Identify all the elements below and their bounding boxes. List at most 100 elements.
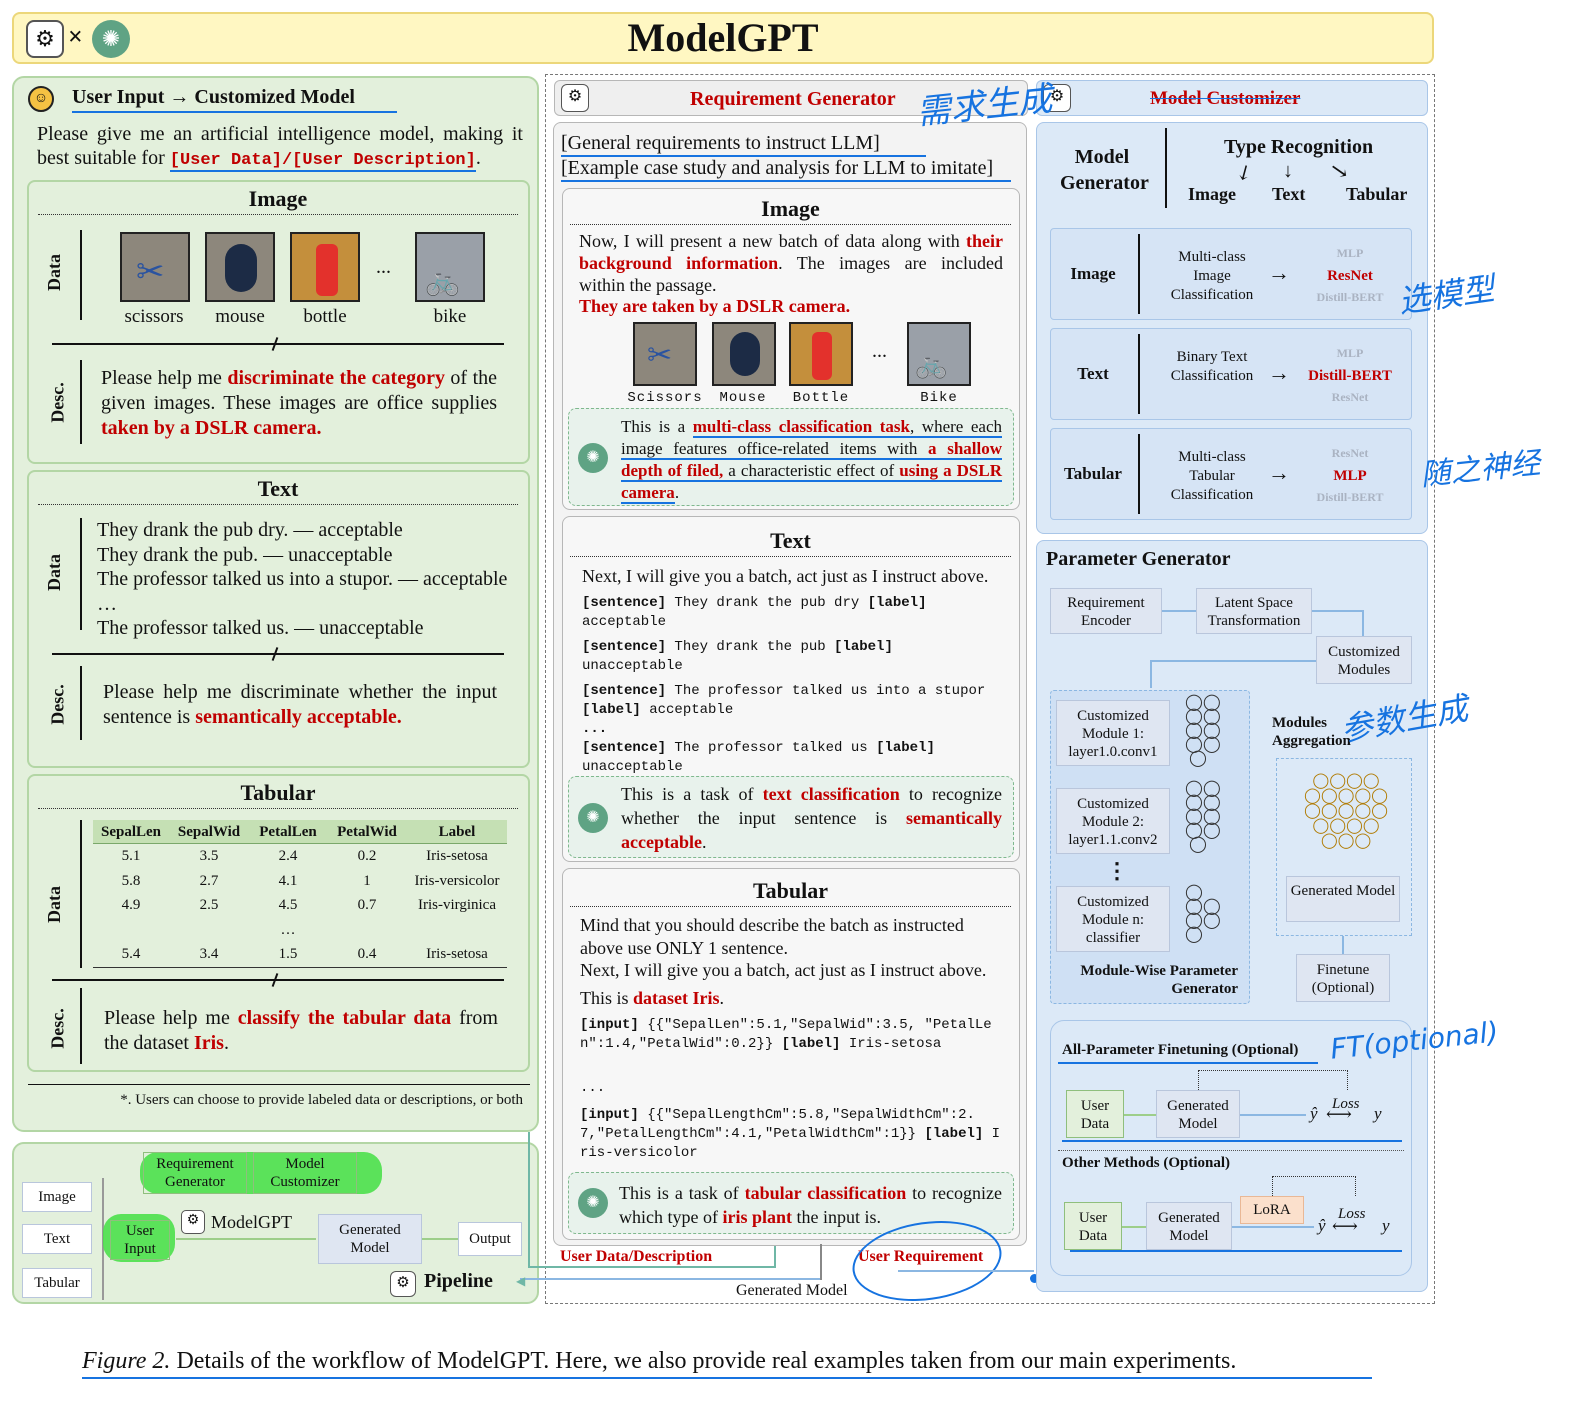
yhat-1: ŷ [1310,1104,1318,1123]
table-cell [93,918,169,943]
user-icon: ☺ [28,86,54,112]
pipeline-label: Pipeline [424,1270,493,1292]
caption-bike: bike [433,306,467,327]
table-cell: 5.4 [121,946,141,962]
neural-net-icon: ◯◯◯◯◯◯◯◯◯◯◯◯◯◯◯◯◯◯◯◯◯ [1304,773,1388,849]
divider [80,360,82,444]
y-1: y [1374,1104,1382,1123]
loss-2: Loss [1338,1206,1366,1222]
model-option: MLP [1333,468,1367,484]
page-title: ModelGPT [627,15,819,60]
caption-scissors: Scissors [627,390,703,406]
neural-net-icon: ◯◯◯◯◯◯ [1185,884,1221,943]
arrow-icon: ↓ [1283,160,1293,182]
left-image-desc-label: Desc. [47,382,68,423]
model-generator-label: Model Generator [1060,146,1149,194]
pipeline-req-gen: Requirement Generator [143,1152,247,1194]
divider [1062,1140,1402,1142]
divider [1165,128,1167,208]
table-cell: Iris-versicolor [414,872,500,889]
left-text-lines: They drank the pub dry. — acceptable The… [97,518,507,641]
general-req: [General requirements to instruct LLM] [561,132,926,157]
arrow [1162,610,1196,612]
table-row: … [93,918,507,943]
flow-line [820,1244,822,1280]
arrow [176,1238,316,1240]
model-cust-header: Model Customizer [1150,88,1301,109]
module-2: Customized Module 2: layer1.1.conv2 [1056,788,1170,854]
pipeline-generated: Generated Model [318,1214,422,1264]
mid-tabular-p3: This is dataset Iris. [580,988,725,1008]
table-cell: 3.5 [199,848,219,864]
bottle-image [789,322,853,386]
model-row-image [1050,228,1412,320]
table-cell: 5.1 [121,848,141,864]
divider [1138,434,1140,514]
mid-tabular-resp-text: This is a task of tabular classification… [619,1183,1002,1227]
table-cell: 0.7 [357,897,377,913]
loss-1: Loss [1332,1096,1360,1112]
modelgpt-small-icon: ⚙ [181,1210,205,1234]
table-cell: 1 [363,872,371,889]
left-image-desc: Please help me discriminate the category… [101,367,497,439]
table-cell [407,918,507,943]
code-line: [sentence] They drank the pub dry [label… [582,595,927,630]
table-cell: 2.4 [278,848,298,864]
flow-line [774,1246,776,1268]
user-requirement-label: User Requirement [858,1248,984,1265]
arrow [1150,660,1316,662]
param-generator-label: Parameter Generator [1046,548,1231,570]
model-row-name: Tabular [1064,464,1122,483]
left-image-title: Image [38,186,518,215]
model-row-tabular [1050,428,1412,520]
type-text: Text [1272,184,1306,204]
table-header-cell: SepalLen [100,824,161,840]
feedback-line [1272,1176,1356,1196]
user-data-box-1: User Data [1066,1090,1124,1138]
model-row-task: Multi-class Image Classification [1170,249,1254,303]
finetune-box: Finetune (Optional) [1296,954,1390,1002]
table-cell: Iris-setosa [426,848,488,864]
user-data-desc-label: User Data/Description [560,1248,713,1265]
arrow-icon: ⟷ [1332,1216,1358,1236]
annotation: 随之神经 [1418,445,1542,494]
divider [93,966,507,968]
caption-mouse: mouse [215,306,265,327]
table-cell: 4.5 [278,897,298,913]
feedback-line [1198,1070,1348,1090]
text-line: The professor talked us. — unacceptable [97,617,424,639]
left-tabular-title: Tabular [38,780,518,809]
divider [80,666,82,740]
footnote: *. Users can choose to provide labeled d… [120,1092,523,1108]
module-1: Customized Module 1: layer1.0.conv1 [1056,700,1170,766]
model-option: ResNet [1327,268,1373,284]
model-option: Distill-BERT [1316,490,1384,504]
left-image-data-label: Data [44,254,64,291]
left-text-card [27,470,530,768]
table-header-cell: Label [438,824,476,840]
text-line: They drank the pub dry. — acceptable [97,519,403,541]
left-tabular-desc-label: Desc. [47,1008,68,1049]
pipeline-output: Output [458,1222,522,1256]
pipeline-input-text: Text [22,1224,92,1254]
table-cell: 4.1 [278,872,298,889]
model-option: Distill-BERT [1308,368,1392,384]
arrow [1342,936,1344,954]
table-header-cell: SepalWid [177,824,241,840]
user-data-box-2: User Data [1064,1202,1122,1250]
arrow-head: ◀ [516,1274,526,1288]
divider [52,979,504,981]
mid-tabular-code2: [input] {{"SepalLengthCm":5.8,"SepalWidt… [580,1107,1001,1161]
arrow-icon: → [1268,260,1290,285]
mid-image-p2: They are taken by a DSLR camera. [579,296,851,316]
arrow [1240,1114,1306,1116]
caption-bottle: Bottle [792,390,850,406]
model-row-name: Image [1070,264,1116,283]
flow-line [528,1266,774,1268]
mid-tabular-p2: Next, I will give you a batch, act just … [580,960,987,980]
divider [80,230,82,320]
chatgpt-icon: ✺ [578,803,608,833]
